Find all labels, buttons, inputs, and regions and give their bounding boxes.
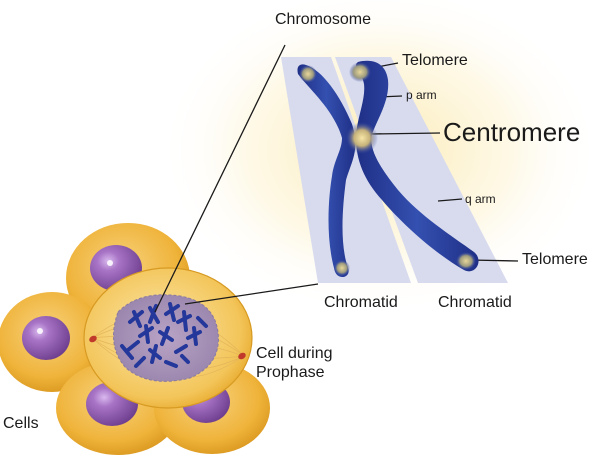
label-telomere-bottom: Telomere [522,251,588,268]
label-prophase: Prophase [256,364,325,381]
label-chromosome: Chromosome [275,11,372,28]
label-p-arm: p arm [406,88,437,102]
label-centromere: Centromere [443,117,581,147]
label-cells: Cells [3,415,39,432]
chromosome [297,60,479,278]
prophase-cell [83,267,253,409]
label-chromatid-right: Chromatid [438,294,512,311]
label-q-arm: q arm [465,192,496,206]
label-chromatid-left: Chromatid [324,294,398,311]
label-cell-during-prophase: Cell during Prophase [256,344,332,382]
label-telomere-top: Telomere [402,52,468,69]
label-cell-during: Cell during [256,345,333,362]
